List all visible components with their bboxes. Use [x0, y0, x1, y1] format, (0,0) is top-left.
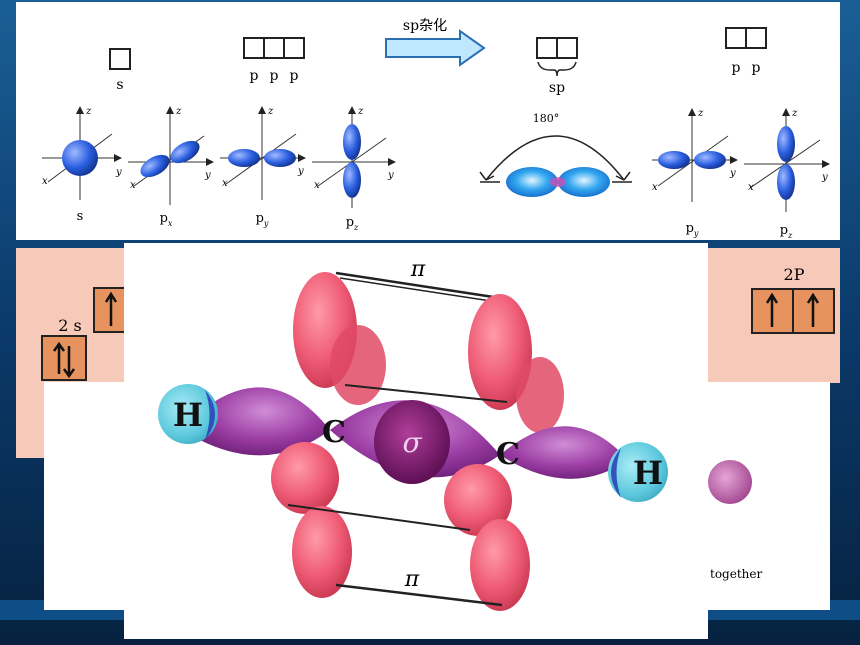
py-orbital-caption: py — [256, 211, 269, 228]
top-panel — [16, 2, 840, 240]
up-arrow-icon — [104, 291, 118, 326]
brace-icon — [537, 61, 577, 77]
remaining-pz-orbital: x y z pz — [744, 108, 830, 240]
py-axis-z-label: z — [267, 106, 274, 117]
remaining-py-orbital: x y z py — [652, 108, 738, 238]
sp-box-label: sp — [549, 80, 565, 96]
hybridization-arrow-label: sp杂化 — [403, 18, 447, 34]
px-orbital-caption: px — [160, 211, 173, 228]
sp-hybrid-orbitals: 180° — [479, 112, 632, 197]
s-orbital-caption: s — [77, 209, 84, 224]
carbon-label-left: C — [322, 415, 346, 450]
pz-axis-x-label: x — [314, 180, 320, 191]
remaining-p-label-2: p — [752, 60, 761, 76]
sigma-core — [374, 400, 450, 484]
s-axis-z-label: z — [85, 106, 92, 117]
s-orbital-box: s — [109, 48, 131, 93]
right-energy-diagram: 2P — [751, 265, 835, 334]
arrow-right-icon — [385, 29, 486, 67]
rpz-axis-z-label: z — [791, 108, 798, 119]
up-arrow-icon — [765, 292, 779, 327]
pi-bond-label-bottom: π — [404, 567, 420, 592]
ethyne-molecule: π σ π H H C C — [158, 257, 668, 611]
pi-lobe — [292, 506, 352, 598]
p-orbital-boxes: p p p — [243, 37, 305, 84]
p-box-label-2: p — [270, 68, 279, 84]
pi-lobe — [444, 464, 512, 536]
pi-lobe — [468, 294, 532, 410]
rpy-axis-y-label: y — [729, 168, 736, 179]
py-axis-x-label: x — [222, 178, 228, 189]
pz-axis-z-label: z — [357, 106, 364, 117]
s-axis-y-label: y — [115, 167, 122, 178]
px-orbital: x y z px — [128, 106, 214, 228]
p-box-label-1: p — [250, 68, 259, 84]
px-axis-x-label: x — [130, 180, 136, 191]
pi-bond-label-top: π — [410, 257, 426, 282]
s-box-label: s — [116, 77, 123, 93]
pz-orbital-caption: pz — [346, 215, 359, 232]
rpz-axis-x-label: x — [748, 182, 754, 193]
caption-fragment: together — [710, 567, 762, 581]
hydrogen-label-left: H — [173, 396, 203, 434]
sigma-label: σ — [402, 426, 422, 459]
up-arrow-icon — [806, 292, 820, 327]
left-energy-label: 2 s — [58, 316, 81, 335]
remaining-p-boxes: p p — [725, 27, 767, 76]
sigma-lobe-right — [500, 426, 628, 479]
left-energy-diagram: 2 s — [41, 287, 129, 381]
sp-orbital-boxes: sp — [536, 37, 578, 96]
pi-lobe — [470, 519, 530, 611]
down-arrow-icon — [62, 346, 76, 379]
remaining-p-label-1: p — [732, 60, 741, 76]
hydrogen-atom-right — [608, 442, 668, 502]
angle-label: 180° — [533, 112, 560, 125]
remaining-pz-caption: pz — [780, 223, 793, 240]
rpy-axis-x-label: x — [652, 182, 658, 193]
p-box-label-3: p — [290, 68, 299, 84]
px-axis-y-label: y — [204, 170, 211, 181]
px-axis-z-label: z — [175, 106, 182, 117]
py-orbital: x y z py — [220, 106, 306, 228]
hydrogen-atom-left — [158, 384, 218, 444]
rpz-axis-y-label: y — [821, 172, 828, 183]
rpy-axis-z-label: z — [697, 108, 704, 119]
right-energy-label: 2P — [784, 265, 805, 284]
stray-orbital-sphere — [708, 460, 752, 504]
remaining-py-caption: py — [686, 221, 699, 238]
hydrogen-label-right: H — [633, 454, 663, 492]
s-orbital: x y z s — [42, 106, 122, 224]
pz-axis-y-label: y — [387, 170, 394, 181]
carbon-label-right: C — [496, 437, 520, 472]
hybridization-arrow: sp杂化 — [385, 18, 486, 67]
pi-lobe — [271, 442, 339, 514]
pz-orbital: x y z pz — [312, 106, 396, 232]
py-axis-y-label: y — [297, 166, 304, 177]
sigma-lobe-left — [200, 387, 330, 456]
s-axis-x-label: x — [42, 176, 48, 187]
up-arrow-icon — [52, 341, 66, 374]
